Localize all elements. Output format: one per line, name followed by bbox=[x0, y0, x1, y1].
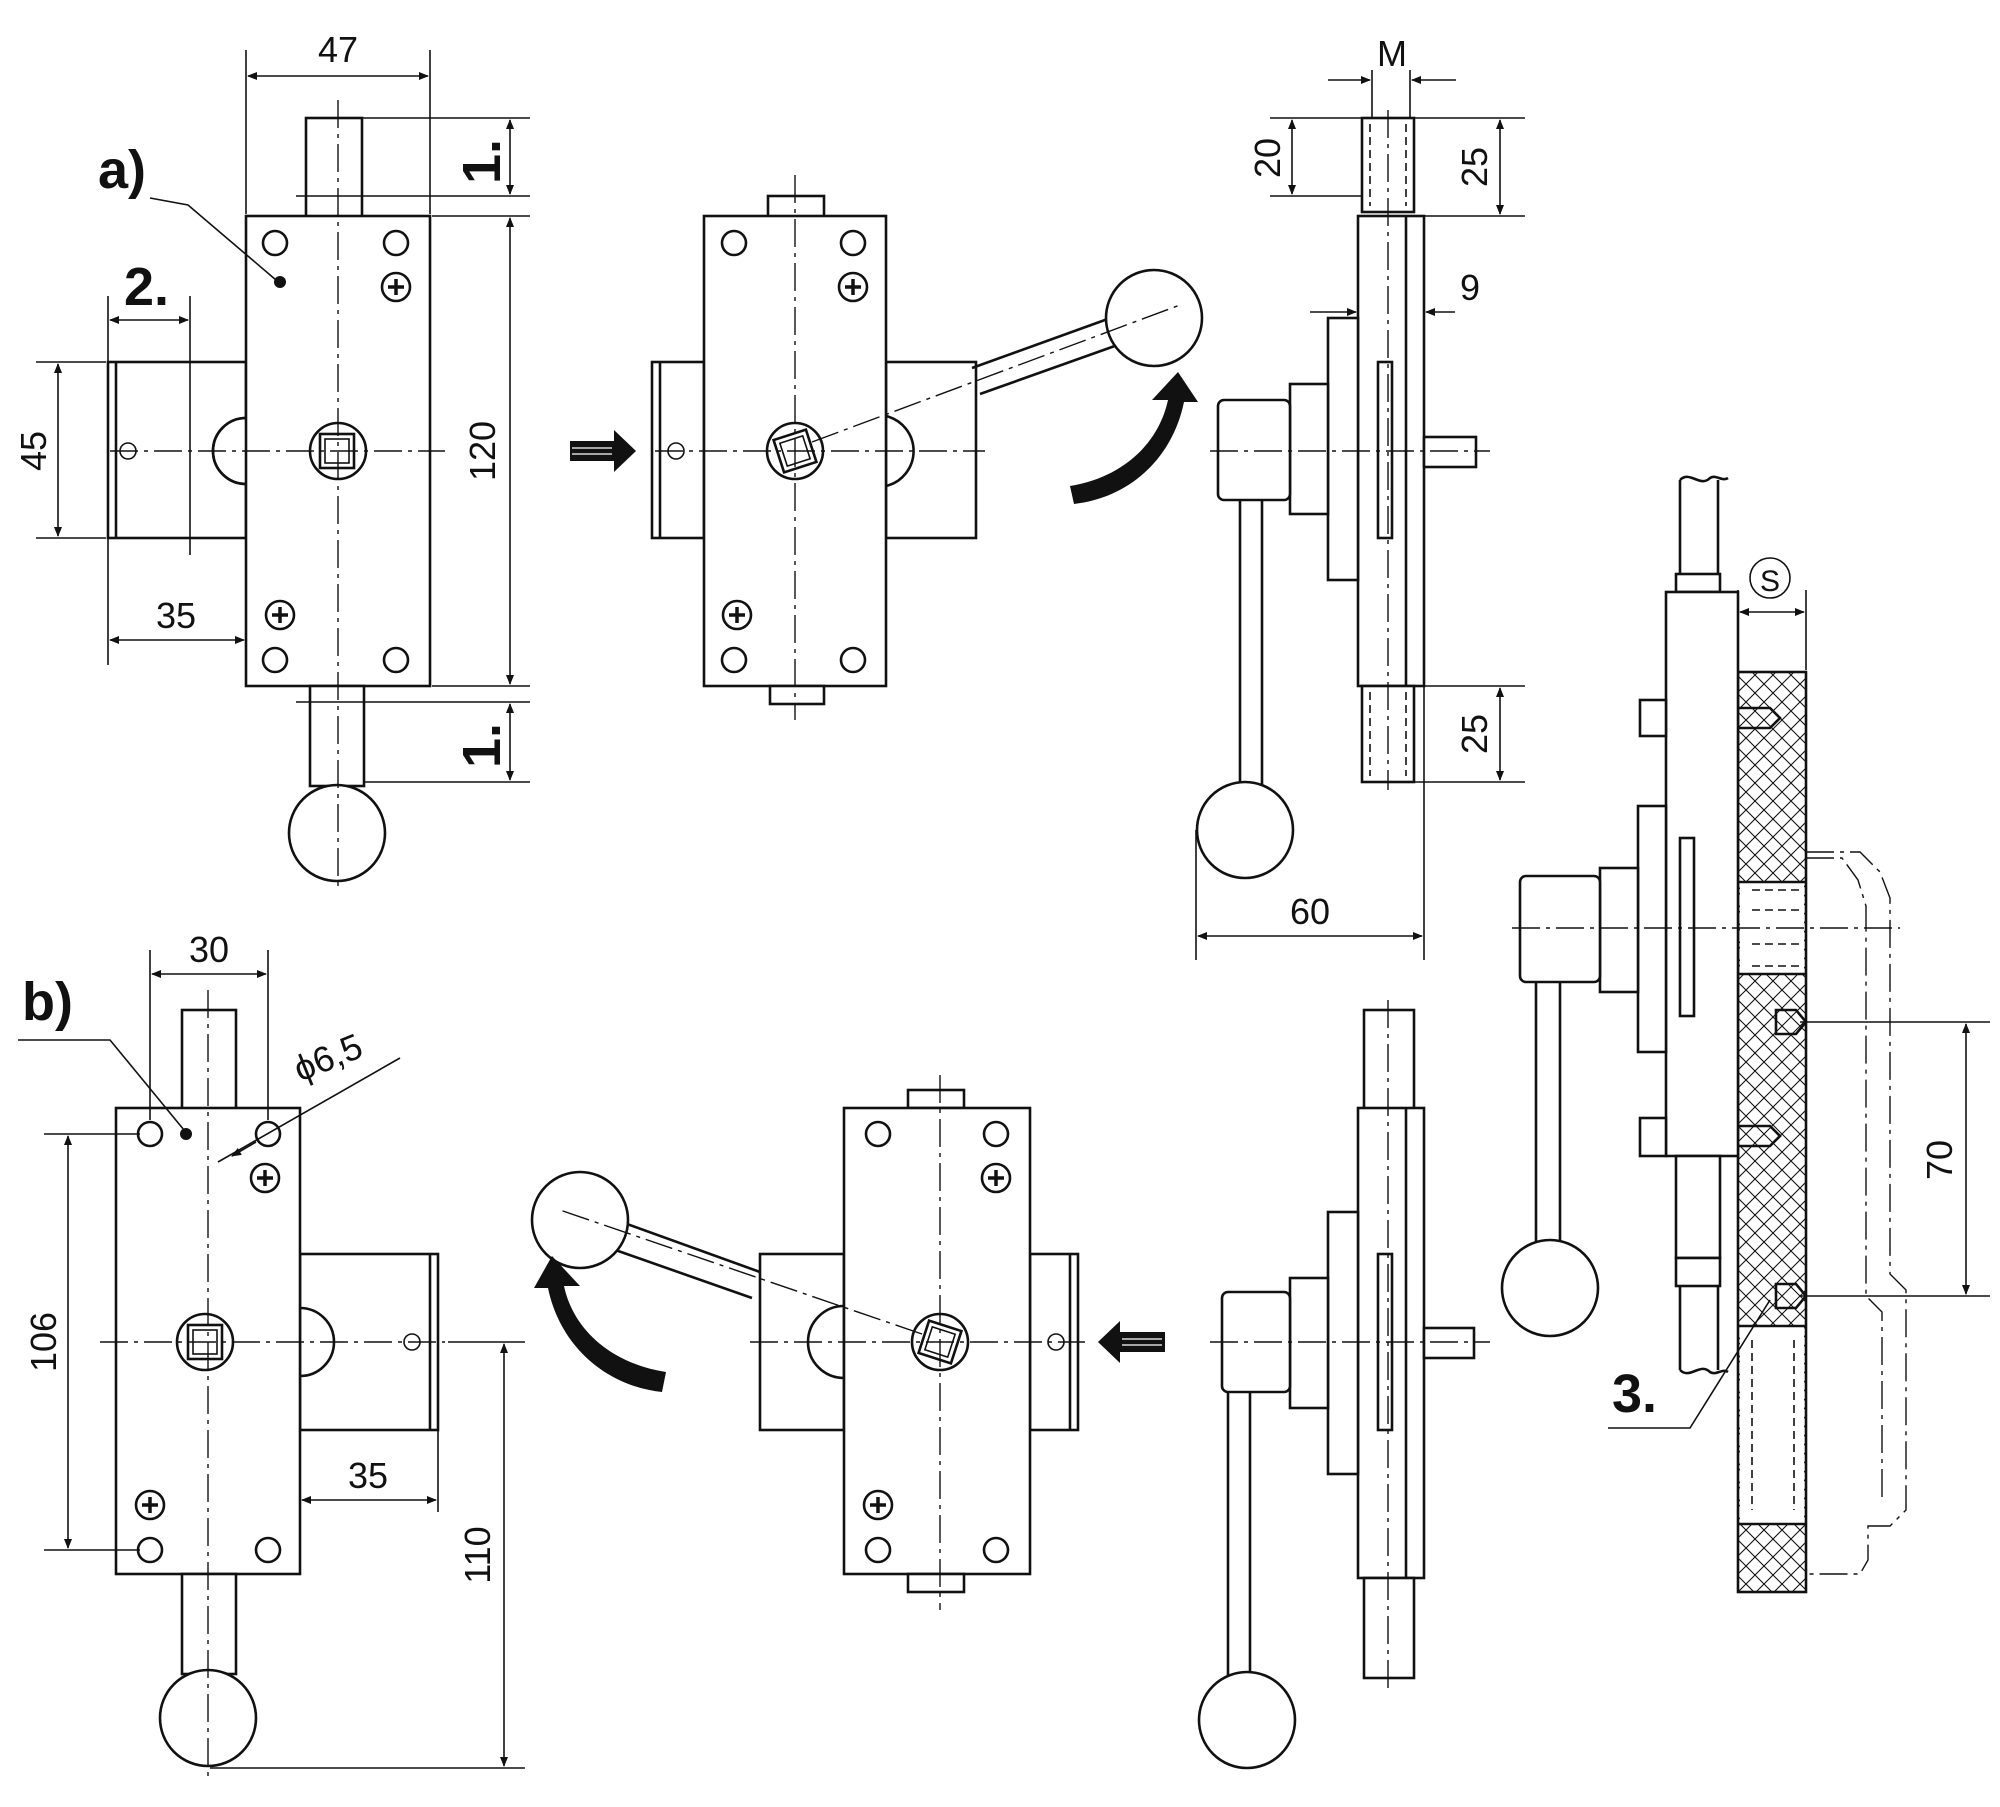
dim-70: 70 bbox=[1919, 1140, 1960, 1180]
dim-25-top: 25 bbox=[1454, 147, 1495, 187]
dim-20: 20 bbox=[1247, 138, 1288, 178]
label-b: b) bbox=[22, 972, 73, 1032]
dim-120: 120 bbox=[462, 421, 503, 481]
label-step-1-top: 1. bbox=[452, 139, 512, 184]
view-b-handle-raised bbox=[530, 1075, 1165, 1610]
dim-m: M bbox=[1377, 33, 1407, 74]
push-arrow-icon bbox=[570, 430, 636, 472]
dim-30: 30 bbox=[189, 929, 229, 970]
screw-icon bbox=[837, 271, 869, 303]
screw-icon bbox=[980, 1162, 1012, 1194]
dim-35-a: 35 bbox=[156, 595, 196, 636]
rotate-up-arrow-icon bbox=[1070, 372, 1198, 504]
screw-icon bbox=[249, 1162, 281, 1194]
label-step-1-bottom: 1. bbox=[452, 723, 512, 768]
dim-110: 110 bbox=[457, 1526, 498, 1583]
side-view-bottom bbox=[1197, 1000, 1490, 1770]
screw-icon bbox=[134, 1489, 166, 1521]
push-arrow-icon bbox=[1098, 1321, 1165, 1363]
screw-icon bbox=[721, 599, 753, 631]
label-step-3: 3. bbox=[1612, 1364, 1657, 1424]
dim-45: 45 bbox=[13, 431, 54, 471]
dim-9: 9 bbox=[1460, 267, 1480, 308]
dim-60: 60 bbox=[1290, 891, 1330, 932]
view-a-handle-raised bbox=[570, 175, 1204, 720]
dim-47: 47 bbox=[318, 29, 358, 70]
dim-106: 106 bbox=[23, 1312, 64, 1372]
dim-25-bottom: 25 bbox=[1454, 714, 1495, 754]
dim-35-b: 35 bbox=[348, 1455, 388, 1496]
rotate-up-arrow-icon bbox=[534, 1256, 666, 1392]
screw-icon bbox=[380, 271, 412, 303]
screw-icon bbox=[862, 1489, 894, 1521]
screw-icon bbox=[264, 599, 296, 631]
side-view-top: M 20 25 9 25 60 bbox=[1195, 33, 1525, 960]
label-a: a) bbox=[98, 140, 146, 200]
view-b-front: b) 30 ϕ6,5 106 35 110 bbox=[18, 929, 525, 1780]
dim-hole-diameter: ϕ6,5 bbox=[288, 1025, 368, 1089]
view-a-front: a) 2. 1. 1. 47 120 45 bbox=[13, 29, 530, 890]
mounting-section-view: 3. S 70 bbox=[1500, 475, 1990, 1594]
dim-s: S bbox=[1760, 565, 1780, 598]
label-step-2: 2. bbox=[124, 257, 169, 317]
